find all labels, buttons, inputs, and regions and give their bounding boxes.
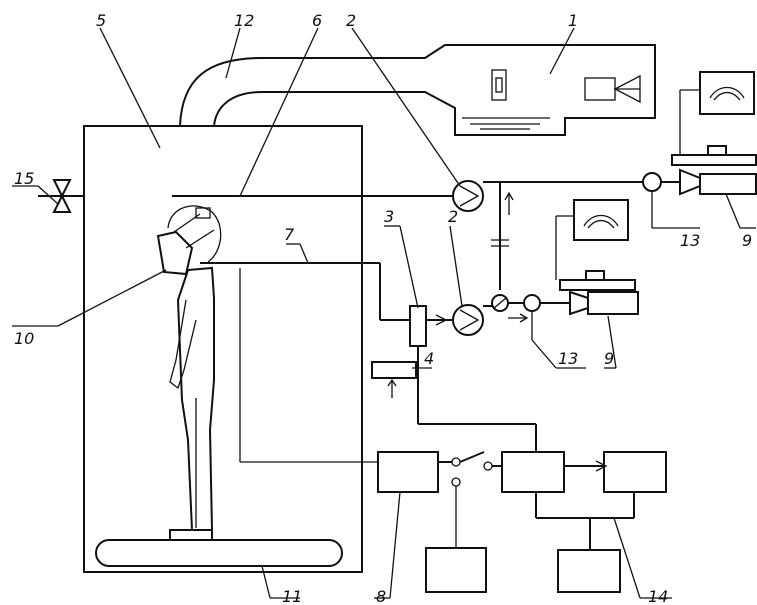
block-8 <box>377 451 439 493</box>
controller-a <box>501 451 565 493</box>
label-3: 3 <box>384 207 394 226</box>
label-13-top: 13 <box>680 231 700 250</box>
label-14: 14 <box>648 587 668 605</box>
label-4: 4 <box>424 349 434 368</box>
label-1: 1 <box>568 11 578 30</box>
label-10: 10 <box>14 329 34 348</box>
controller-b <box>603 451 667 493</box>
inlet-valve <box>38 179 84 213</box>
power-block <box>425 547 487 593</box>
chamber <box>83 125 363 573</box>
leader-lines <box>12 27 756 599</box>
label-15: 15 <box>14 169 34 188</box>
label-8: 8 <box>376 587 386 605</box>
meter-top <box>671 71 757 196</box>
label-12: 12 <box>234 11 254 30</box>
label-9-bottom: 9 <box>604 349 614 368</box>
test-subject <box>156 205 222 541</box>
pump-bottom <box>452 304 484 336</box>
label-5: 5 <box>96 11 106 30</box>
conditioning-unit <box>462 69 641 130</box>
meter-bottom <box>555 199 639 316</box>
label-6: 6 <box>312 11 322 30</box>
air-duct <box>179 44 656 136</box>
label-11: 11 <box>282 587 302 605</box>
label-9-top: 9 <box>742 231 752 250</box>
label-7: 7 <box>284 225 295 244</box>
label-2-bottom: 2 <box>448 207 458 226</box>
label-2-top: 2 <box>346 11 356 30</box>
flow-node-bottom <box>523 294 541 312</box>
pump-top <box>452 180 484 212</box>
controller-c <box>557 549 621 593</box>
unit-3 <box>409 305 427 347</box>
label-13-bottom: 13 <box>558 349 578 368</box>
unit-4 <box>371 361 417 379</box>
flow-node-top <box>642 172 662 192</box>
treadmill <box>95 539 343 567</box>
mask-line <box>200 262 410 321</box>
